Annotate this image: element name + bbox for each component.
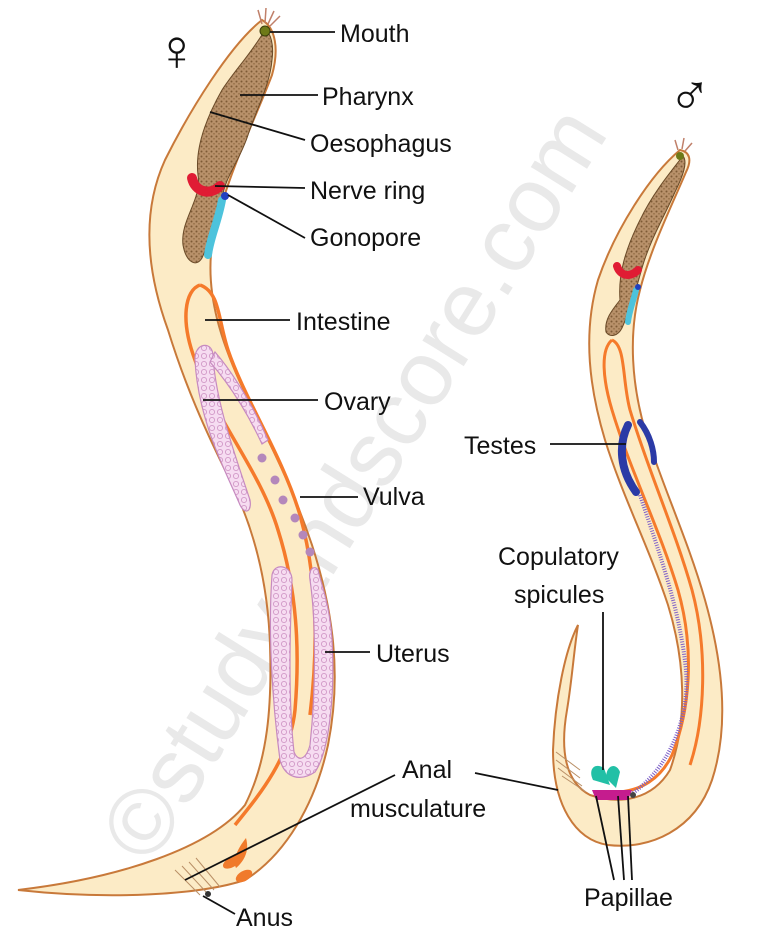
male-mouth-papillae (675, 138, 692, 151)
label-gonopore: Gonopore (310, 224, 421, 252)
female-mouth-papillae (258, 8, 280, 26)
male-mouth (676, 152, 684, 160)
label-anal-musculature-1: Anal (402, 756, 452, 784)
label-vulva: Vulva (363, 483, 425, 511)
male-gonopore-dot (635, 284, 641, 290)
male-worm (553, 138, 722, 846)
label-anal-musculature-2: musculature (350, 795, 486, 823)
label-intestine: Intestine (296, 308, 391, 336)
label-pharynx: Pharynx (322, 83, 414, 111)
label-copulatory: Copulatory (498, 543, 619, 571)
label-uterus: Uterus (376, 640, 450, 668)
label-nerve-ring: Nerve ring (310, 177, 425, 205)
male-papillae (592, 790, 632, 800)
female-gonopore-dot (221, 192, 229, 200)
label-mouth: Mouth (340, 20, 409, 48)
label-oesophagus: Oesophagus (310, 130, 452, 158)
female-symbol: ♀ (155, 18, 199, 83)
label-ovary: Ovary (324, 388, 391, 416)
male-spicule-2 (606, 766, 620, 788)
label-papillae: Papillae (584, 884, 673, 912)
female-mouth (260, 26, 270, 36)
label-anus: Anus (236, 904, 293, 932)
label-testes: Testes (464, 432, 536, 460)
label-spicules: spicules (514, 581, 604, 609)
female-anus (205, 891, 211, 897)
male-symbol: ♂ (668, 63, 712, 128)
male-cloaca (630, 792, 636, 798)
